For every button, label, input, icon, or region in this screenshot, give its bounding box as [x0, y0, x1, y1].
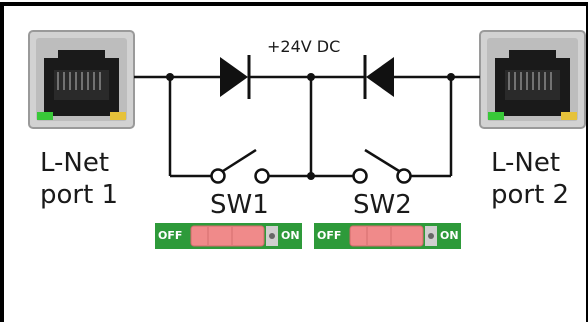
- switch-1-on-label: ON: [281, 229, 300, 242]
- dip-switch-1[interactable]: [155, 223, 302, 249]
- junction-dots: [166, 73, 455, 180]
- switch-2-label: SW2: [353, 190, 412, 220]
- diode-1-icon: [220, 55, 251, 99]
- switch-2-off-label: OFF: [317, 229, 342, 242]
- circuit-wiring: [134, 75, 480, 178]
- switch-1-label: SW1: [210, 190, 269, 220]
- switch-1-symbol-icon: [210, 148, 270, 184]
- port-1-label-line2: port 1: [40, 180, 119, 210]
- switch-2-symbol-icon: [352, 148, 412, 184]
- rj45-port-2-icon: [479, 30, 586, 129]
- diode-2-icon: [363, 55, 394, 99]
- switch-1-off-label: OFF: [158, 229, 183, 242]
- supply-voltage-label: +24V DC: [267, 37, 341, 56]
- port-2-label-line2: port 2: [491, 180, 570, 210]
- switch-2-on-label: ON: [440, 229, 459, 242]
- rj45-port-1-icon: [28, 30, 135, 129]
- port-2-label-line1: L-Net: [491, 148, 561, 178]
- port-1-label-line1: L-Net: [40, 148, 110, 178]
- dip-switch-2[interactable]: [314, 223, 461, 249]
